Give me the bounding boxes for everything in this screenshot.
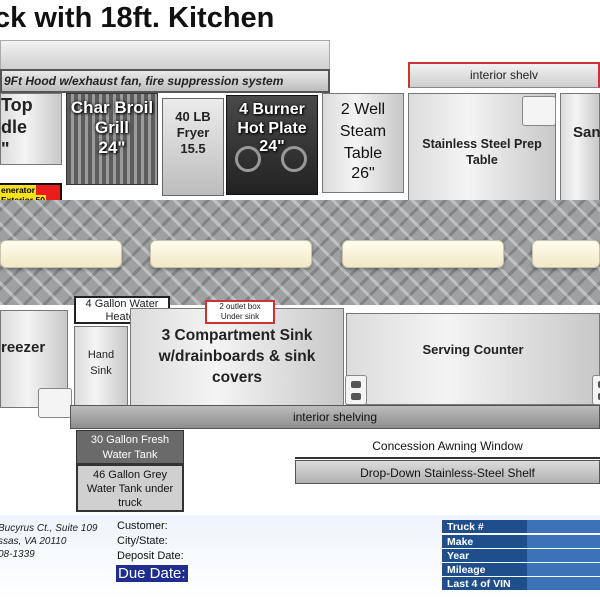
dropdown-shelf: Drop-Down Stainless-Steel Shelf	[295, 460, 600, 484]
make-value[interactable]	[527, 535, 600, 548]
prep-table-label: Stainless Steel Prep Table	[422, 137, 542, 167]
hood-label: 9Ft Hood w/exhaust fan, fire suppression…	[0, 69, 330, 93]
mileage-value[interactable]	[527, 563, 600, 576]
vin-label: Last 4 of VIN	[447, 578, 511, 590]
serving-counter: Serving Counter	[346, 313, 600, 405]
truck-number-label: Truck #	[447, 521, 484, 533]
comp-sink-label: 3 Compartment Sink w/drainboards & sink …	[158, 327, 316, 386]
outlet-icon	[522, 96, 556, 126]
truck-number-value[interactable]	[527, 520, 600, 533]
ceiling-light	[532, 240, 600, 268]
address-line3: 08-1339	[0, 549, 35, 560]
hood-canopy	[0, 40, 330, 70]
deposit-date-label: Deposit Date:	[117, 550, 184, 562]
outlet-icon	[38, 388, 72, 418]
burner-icon	[235, 146, 261, 172]
fryer-label: 40 LB Fryer	[175, 109, 211, 140]
griddle: Top dle "	[0, 93, 62, 165]
outlet-icon	[592, 375, 600, 405]
char-broil-size: 24"	[98, 138, 126, 157]
three-compartment-sink: 3 Compartment Sink w/drainboards & sink …	[130, 308, 344, 406]
ceiling-light	[0, 240, 122, 268]
freezer-label: reezer	[1, 339, 46, 356]
vin-value[interactable]	[527, 577, 600, 590]
year-label: Year	[447, 550, 470, 562]
hot-plate-size: 24"	[259, 138, 285, 155]
hot-plate-label: 4 Burner Hot Plate	[237, 101, 307, 137]
burner-icon	[281, 146, 307, 172]
mileage-row: Mileage	[442, 563, 600, 577]
hot-plate: 4 Burner Hot Plate 24"	[226, 95, 318, 195]
outlet-box-label: 2 outlet box Under sink	[205, 300, 275, 324]
hand-sink: Hand Sink	[74, 326, 128, 406]
make-row: Make	[442, 535, 600, 549]
vin-row: Last 4 of VIN	[442, 577, 600, 591]
truck-number-row: Truck #	[442, 520, 600, 534]
grey-water-tank: 46 Gallon Grey Water Tank under truck	[76, 464, 184, 512]
sandwich-label: San	[573, 124, 600, 141]
year-value[interactable]	[527, 549, 600, 562]
page-title: ck with 18ft. Kitchen	[0, 2, 275, 34]
griddle-label: Top dle "	[1, 95, 33, 159]
address-line1: Bucyrus Ct., Suite 109	[0, 523, 98, 534]
city-state-label: City/State:	[117, 535, 168, 547]
fryer: 40 LB Fryer 15.5	[162, 98, 224, 196]
interior-shelving: interior shelving	[70, 405, 600, 429]
ceiling-light	[150, 240, 312, 268]
address-line2: ssas, VA 20110	[0, 536, 67, 547]
ceiling-light	[342, 240, 504, 268]
serving-counter-label: Serving Counter	[422, 342, 524, 357]
mileage-label: Mileage	[447, 564, 486, 576]
steam-table-size: 26"	[351, 165, 375, 182]
customer-label: Customer:	[117, 520, 168, 532]
due-date-label: Due Date:	[116, 565, 188, 582]
generator-line1: enerator	[0, 185, 37, 195]
steam-table-label: 2 Well Steam Table	[339, 101, 387, 162]
steam-table: 2 Well Steam Table 26"	[322, 93, 404, 193]
prep-table: Stainless Steel Prep Table	[408, 93, 556, 201]
interior-shelving-top: interior shelv	[408, 62, 600, 88]
sandwich-unit: San	[560, 93, 600, 201]
year-row: Year	[442, 549, 600, 563]
char-broil-grill: Char Broil Grill 24"	[66, 93, 158, 185]
outlet-icon	[345, 375, 367, 405]
char-broil-label: Char Broil Grill	[70, 98, 154, 137]
hand-sink-label: Hand Sink	[87, 349, 115, 377]
awning-window: Concession Awning Window	[295, 433, 600, 459]
fryer-size: 15.5	[180, 141, 206, 156]
fresh-water-tank: 30 Gallon Fresh Water Tank	[76, 430, 184, 464]
make-label: Make	[447, 536, 474, 548]
